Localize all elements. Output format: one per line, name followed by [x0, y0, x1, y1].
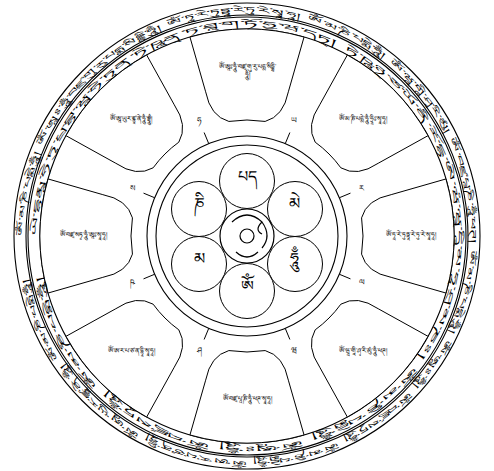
- center-circle: [220, 209, 274, 263]
- text-panel: ༀ་བཛྲ་པཱ་ཎི་ཧཱུྃ་ཕཊ་སྭཱ་ཧཱ།: [218, 396, 276, 404]
- spoke-mark: [339, 193, 350, 198]
- outer-ring: [14, 3, 480, 469]
- text-panel: ༀ་ཝཱ་གཱི་ཤྭ་རི་མུཾ་ཧཱུྃ་ཕཊ།: [338, 348, 388, 356]
- seed-syllable: ཧཱུྃ: [290, 241, 299, 286]
- spoke-mark: [285, 328, 290, 339]
- text-panel: ༀ་ཏཱ་རེ་ཏུཏྟཱ་རེ་ཏུ་རེ་སྭཱ་ཧཱ།: [382, 232, 440, 240]
- spoke-mark: [144, 274, 155, 279]
- letter-mark: ཧ: [197, 117, 202, 125]
- spoke-mark: [339, 274, 350, 279]
- seed-syllable: ཨོཾ: [241, 269, 254, 314]
- letter-mark: ཡ: [291, 117, 297, 125]
- lotus-petal: ཨོཾ: [219, 263, 275, 319]
- lotus-petal: པད: [219, 153, 275, 209]
- letter-mark: ས: [130, 185, 135, 193]
- mantra-text: ༀ་ཝཱ་གཱི་ཤྭ་རི་མུཾ་ཧཱུྃ་ཕཊ།: [338, 348, 388, 356]
- mantra-text: ༀ་ཨཱ་ཡུར་ཛྙཱ་ནེ་ཧཱུྃ་བྷྲཱུྃ།: [106, 116, 156, 124]
- panel-outline: [311, 55, 428, 172]
- inner-ring: [147, 136, 347, 336]
- spoke-mark: [285, 133, 290, 144]
- panel-outline: [40, 179, 132, 293]
- panel-outline: [66, 300, 183, 417]
- text-panel: ༀ་ཨཱ་ཡུར་ཛྙཱ་ནེ་ཧཱུྃ་བྷྲཱུྃ།: [106, 116, 156, 124]
- spoke-mark: [144, 193, 155, 198]
- text-panel: ༀ་བཛྲ་སཏྭ་ཧཱུྃ་ཨཱཿ་སྭཱ་ཧཱ།: [54, 232, 112, 240]
- panel-outline: [190, 29, 304, 121]
- ring-line: [40, 29, 454, 443]
- spoke-mark: [204, 328, 209, 339]
- nada-stroke: [232, 215, 267, 248]
- panel-outline: [311, 300, 428, 417]
- ring-line: [26, 15, 468, 457]
- mantra-text: ༀ་མ་ཎི་པདྨེ་ཧཱུྃ་ཧྲཱིཿ་སྭཱ་ཧཱ།: [338, 116, 388, 124]
- lotus-petal: ཧཱུྃ: [267, 236, 323, 292]
- letter-mark: ཤ: [197, 347, 202, 355]
- letter-mark: ཝ: [291, 347, 297, 355]
- letter-mark: ལ: [359, 279, 365, 287]
- mantra-text: ༀ་ཨ་ར་པ་ཙ་ན་དྷཱི་སྭཱ་ཧཱ།: [106, 348, 156, 356]
- inner-ring: [156, 145, 338, 327]
- panel-outline: [362, 179, 454, 293]
- ring-line: [28, 17, 466, 455]
- text-panel: ༀ་ཨ་ར་པ་ཙ་ན་དྷཱི་སྭཱ་ཧཱ།: [106, 348, 156, 356]
- seed-syllable: མ: [194, 241, 205, 286]
- spoke-mark: [204, 133, 209, 144]
- seed-syllable: པད: [238, 159, 257, 204]
- seed-syllable: ཎི: [194, 186, 205, 231]
- mantra-text: ༀ་བཛྲ་སཏྭ་ཧཱུྃ་ཨཱཿ་སྭཱ་ཧཱ།: [54, 232, 112, 240]
- crescent: [236, 252, 258, 257]
- panel-outline: [66, 55, 183, 172]
- text-panel: ༀ་ཨཱཿ་ཧཱུྃ་བཛྲ་གུ་རུ་པདྨ་སིདྡྷི་ཧཱུྃ།: [218, 64, 276, 80]
- lotus-petal: ཎི: [171, 181, 227, 237]
- letter-mark: ཥ: [130, 279, 135, 287]
- text-panel: ༀ་མ་ཎི་པདྨེ་ཧཱུྃ་ཧྲཱིཿ་སྭཱ་ཧཱ།: [338, 116, 388, 124]
- mantra-text: ༀ་བཛྲ་པཱ་ཎི་ཧཱུྃ་ཕཊ་སྭཱ་ཧཱ།: [218, 396, 276, 404]
- lotus-petal: མ: [171, 236, 227, 292]
- bindu: [240, 229, 254, 243]
- ring-inscription: ཡེ་དྷརྨཱ་ཧེ་ཏུ་པྲ་བྷ་ཝཱ་ཧེ་ཏུན྄་ཏེ་ཥཱན྄་…: [29, 18, 465, 455]
- seed-syllable: མེ: [289, 186, 300, 231]
- ring-inscription: ༀ་མ་ཎི་པདྨེ་ཧཱུྃ། ༀ་ཨཱཿ་ཧཱུྃ་བཛྲ་གུ་རུ་པ…: [14, 4, 479, 469]
- panel-outline: [190, 351, 304, 443]
- mantra-text: ༀ་ཏཱ་རེ་ཏུཏྟཱ་རེ་ཏུ་རེ་སྭཱ་ཧཱ།: [382, 232, 440, 240]
- center-seed: [220, 209, 274, 263]
- mantra-text: ༀ་ཨཱཿ་ཧཱུྃ་བཛྲ་གུ་རུ་པདྨ་སིདྡྷི་ཧཱུྃ།: [218, 64, 276, 80]
- lotus-petal: མེ: [267, 181, 323, 237]
- letter-mark: ར: [359, 185, 364, 193]
